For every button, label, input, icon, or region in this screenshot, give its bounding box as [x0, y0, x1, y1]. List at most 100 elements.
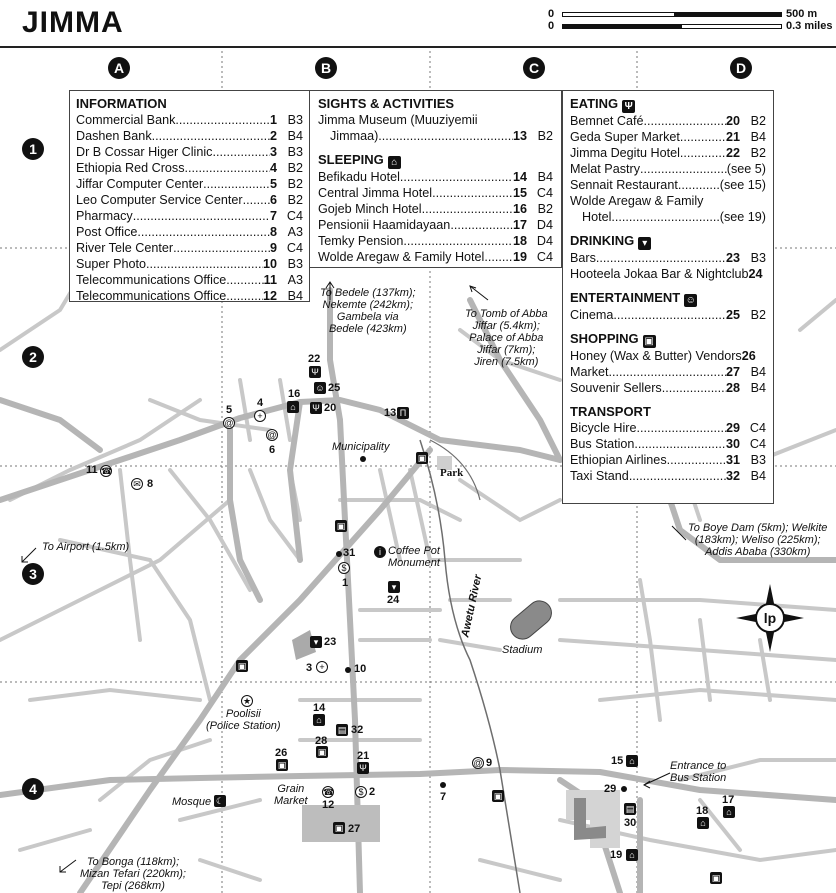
legend-entry-number: 21: [725, 130, 740, 144]
legend-heading: SIGHTS & ACTIVITIES: [318, 96, 553, 112]
legend-entry-name: Jimma Museum (Muuziyemii: [318, 113, 478, 127]
poi-19-sleeping-icon: ⌂: [626, 849, 638, 861]
legend-entry-grid: B3: [763, 266, 766, 282]
legend-entry-name: Wolde Aregaw & Family Hotel: [318, 250, 485, 264]
poi-30-num: 30: [624, 817, 637, 829]
legend-entry-name: Market: [570, 365, 609, 379]
column-label-a: A: [108, 57, 130, 79]
legend-entry-name: Super Photo: [76, 257, 147, 271]
leader-dots: [680, 145, 726, 161]
legend-entry-grid: A3: [287, 225, 303, 239]
legend-entry: Telecommunications Office12B4: [76, 288, 303, 304]
legend-entry: Market27B4: [570, 364, 766, 380]
leader-dots: [644, 113, 726, 129]
leader-dots: [243, 192, 270, 208]
poi-11-num: 11: [86, 464, 98, 476]
row-label-1: 1: [22, 138, 44, 160]
legend-entry-number: 24: [748, 267, 763, 281]
leader-dots: [484, 249, 513, 265]
legend-entry-number: 8: [269, 225, 277, 239]
poi-23-num: 23: [324, 636, 337, 648]
legend-entry-grid: B3: [287, 257, 303, 271]
legend-entry: Sennait Restaurant(see 15): [570, 177, 766, 193]
poi-6-num: 6: [269, 444, 276, 456]
poi-32-num: 32: [351, 724, 364, 736]
svg-text:lp: lp: [764, 610, 776, 626]
leader-dots: [636, 420, 726, 436]
to-bonga-label: To Bonga (118km); Mizan Tefari (220km); …: [80, 856, 186, 892]
legend-entry-name: Sennait Restaurant: [570, 178, 678, 192]
poi-7-num: 7: [440, 791, 447, 803]
poi-14-sleeping-icon: ⌂: [313, 714, 325, 726]
legend-entry-grid: C4: [536, 186, 553, 200]
legend-entry-grid: B2: [537, 129, 553, 143]
leader-dots: [378, 128, 513, 144]
legend-entry: Hooteela Jokaa Bar & Nightclub24B3: [570, 266, 766, 282]
legend-entry: Befikadu Hotel14B4: [318, 169, 553, 185]
legend-entry-name: Honey (Wax & Butter) Vendors: [570, 349, 742, 363]
legend-entry: Wolde Aregaw & Family: [570, 193, 766, 209]
leader-dots: [629, 468, 726, 484]
legend-entry: Bars23B3: [570, 250, 766, 266]
legend-entry: Central Jimma Hotel15C4: [318, 185, 553, 201]
poi-20-eating-icon: Ψ: [310, 402, 322, 414]
legend-entry: Ethiopian Airlines31B3: [570, 452, 766, 468]
legend-entry-number: 2: [269, 129, 277, 143]
poi-2-num: 2: [369, 786, 376, 798]
legend-entry-grid: B2: [287, 193, 303, 207]
poi-22-num: 22: [308, 353, 321, 365]
scale-zero-km: 0: [548, 8, 555, 20]
poi-24-drinking-icon: ▾: [388, 581, 400, 593]
mosque-icon: ☾: [214, 795, 226, 807]
legend-entry-name: Taxi Stand: [570, 469, 629, 483]
legend-entry-number: 27: [725, 365, 740, 379]
legend-entry: Bemnet Café20B2: [570, 113, 766, 129]
leader-dots: [403, 233, 513, 249]
row-label-2: 2: [22, 346, 44, 368]
legend-entry-name: Hotel: [582, 210, 612, 224]
legend-entry-grid: B4: [537, 170, 553, 184]
park-label: Park: [440, 467, 464, 479]
leader-dots: [152, 128, 270, 144]
legend-entry-grid: B4: [287, 289, 303, 303]
legend-entry-grid: B4: [287, 129, 303, 143]
park-shape: [437, 456, 452, 470]
row-label-4: 4: [22, 778, 44, 800]
legend-entry-name: Jimmaa): [330, 129, 379, 143]
legend-entry-number: 28: [725, 381, 740, 395]
monument-icon: i: [374, 546, 386, 558]
category-icon: ☺: [684, 294, 698, 307]
poi-15-sleeping-icon: ⌂: [626, 755, 638, 767]
municipality-label: Municipality: [332, 441, 390, 453]
column-label-d: D: [730, 57, 752, 79]
legend-entry-name: Dashen Bank: [76, 129, 152, 143]
leader-dots: [212, 144, 270, 160]
legend-entry-name: Geda Super Market: [570, 130, 680, 144]
legend-entry-grid: D4: [536, 218, 553, 232]
legend-heading: INFORMATION: [76, 96, 303, 112]
awetu-river: [419, 439, 521, 893]
poi-10-num: 10: [354, 663, 367, 675]
entrance-label: Entrance to Bus Station: [670, 760, 727, 784]
poi-4-num: 4: [257, 397, 264, 409]
poi-17-sleeping-icon: ⌂: [723, 806, 735, 818]
poi-5-internet-icon: @: [223, 417, 235, 429]
legend-entry: Jimma Degitu Hotel22B2: [570, 145, 766, 161]
legend-heading: SHOPPING▣: [570, 331, 766, 348]
to-boye-label: To Boye Dam (5km); Welkite (183km); Weli…: [688, 522, 828, 558]
legend-entry-number: 32: [725, 469, 740, 483]
legend-entry: Gojeb Minch Hotel16B2: [318, 201, 553, 217]
legend-entry-name: Befikadu Hotel: [318, 170, 400, 184]
to-bedele-label: To Bedele (137km); Nekemte (242km); Gamb…: [320, 287, 416, 335]
poi-16-num: 16: [288, 388, 301, 400]
leader-dots: [203, 176, 270, 192]
poi-15-num: 15: [611, 755, 624, 767]
leader-dots: [640, 161, 727, 177]
legend-entry-number: 12: [262, 289, 277, 303]
legend-entry-number: 16: [512, 202, 527, 216]
grain-market-label: Grain Market: [274, 783, 308, 807]
legend-entry-name: River Tele Center: [76, 241, 174, 255]
poolisii-label: Poolisii (Police Station): [206, 708, 281, 732]
legend-entry-number: 10: [262, 257, 277, 271]
legend-entry-name: Jimma Degitu Hotel: [570, 146, 680, 160]
